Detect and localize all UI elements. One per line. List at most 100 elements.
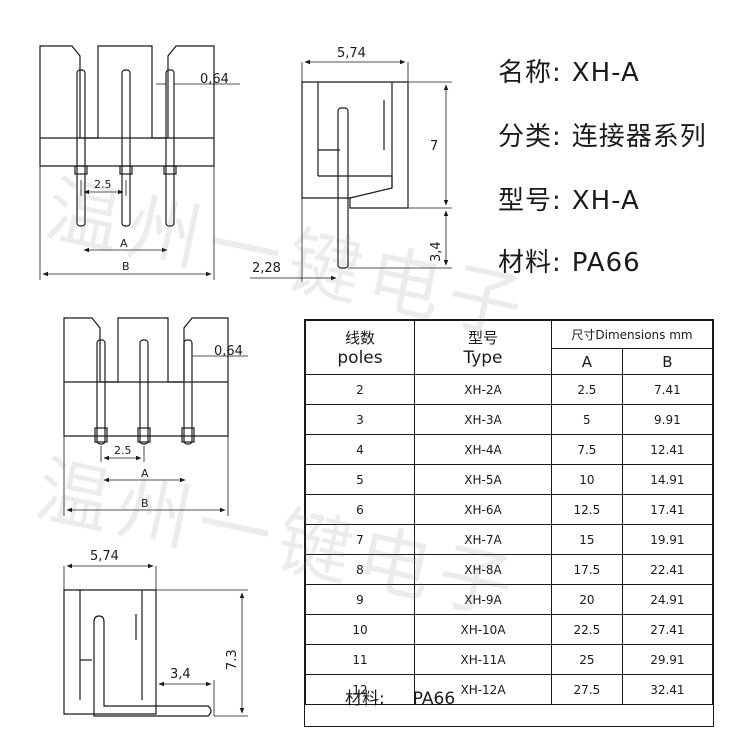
cell-b: 27.41 <box>621 614 714 645</box>
spec-material-value: PA66 <box>571 248 641 278</box>
dim-side-height: 7.3 <box>225 649 240 670</box>
col-type-header: 型号 Type <box>414 320 552 375</box>
cell-a: 12.5 <box>551 494 623 525</box>
cell-poles: 5 <box>305 464 415 495</box>
cell-b: 7.41 <box>621 374 714 405</box>
col-poles-header: 线数 poles <box>305 320 415 375</box>
cell-poles: 10 <box>305 614 415 645</box>
spec-category: 分类: 连接器系列 <box>498 116 707 153</box>
dim-side-width: 5,74 <box>90 549 119 564</box>
dim-side-height: 7 <box>430 139 438 154</box>
cell-a: 27.5 <box>551 674 623 705</box>
top-side-view: 5,74 7 3,4 2,28 <box>250 46 452 282</box>
cell-poles: 7 <box>305 524 415 555</box>
cell-a: 7.5 <box>551 434 623 465</box>
cell-a: 2.5 <box>551 374 623 405</box>
spec-name-label: 名称: <box>498 58 562 88</box>
cell-b: 32.41 <box>621 674 714 705</box>
col-poles-cn: 线数 <box>344 329 375 347</box>
cell-b: 17.41 <box>621 494 714 525</box>
cell-poles: 3 <box>305 404 415 435</box>
pin-2 <box>137 339 151 445</box>
dim-pitch: 2.5 <box>114 444 132 457</box>
col-type-cn: 型号 <box>467 329 498 347</box>
table-material-value: PA66 <box>412 689 456 709</box>
cell-b: 12.41 <box>621 434 714 465</box>
col-B: B <box>621 348 714 375</box>
cell-type: XH-5A <box>414 464 552 495</box>
col-poles-en: poles <box>337 348 383 368</box>
dim-pitch: 2.5 <box>94 178 112 191</box>
cell-a: 17.5 <box>551 554 623 585</box>
cell-poles: 2 <box>305 374 415 405</box>
cell-b: 9.91 <box>621 404 714 435</box>
dim-pin-width: 0,64 <box>200 72 229 87</box>
cell-type: XH-11A <box>414 644 552 675</box>
cell-type: XH-10A <box>414 614 552 645</box>
dim-pin-width: 0,64 <box>214 344 243 359</box>
dim-side-pin-length: 3,4 <box>429 241 444 262</box>
cell-poles: 4 <box>305 434 415 465</box>
cell-poles: 6 <box>305 494 415 525</box>
cell-poles: 9 <box>305 584 415 615</box>
col-A: A <box>551 348 623 375</box>
cell-type: XH-4A <box>414 434 552 465</box>
cell-a: 15 <box>551 524 623 555</box>
cell-type: XH-2A <box>414 374 552 405</box>
bottom-side-view: 5,74 7.3 3,4 <box>63 549 248 717</box>
spec-material-label: 材料: <box>498 248 562 278</box>
col-dimensions: 尺寸Dimensions mm <box>551 320 713 349</box>
spec-model-value: XH-A <box>571 186 640 216</box>
dim-A: A <box>141 467 149 480</box>
spec-name: 名称: XH-A <box>498 52 640 89</box>
spec-model: 型号: XH-A <box>498 180 640 217</box>
cell-b: 22.41 <box>621 554 714 585</box>
cell-poles: 8 <box>305 554 415 585</box>
dim-A: A <box>120 237 128 250</box>
spec-name-value: XH-A <box>571 58 640 88</box>
cell-a: 5 <box>551 404 623 435</box>
pin-1 <box>74 69 88 227</box>
col-type-en: Type <box>463 348 503 368</box>
cell-type: XH-6A <box>414 494 552 525</box>
dim-B: B <box>122 260 130 273</box>
cell-poles: 11 <box>305 644 415 675</box>
cell-a: 20 <box>551 584 623 615</box>
cell-type: XH-8A <box>414 554 552 585</box>
cell-b: 19.91 <box>621 524 714 555</box>
spec-category-value: 连接器系列 <box>571 122 707 152</box>
spec-model-label: 型号: <box>498 186 562 216</box>
dim-side-offset: 2,28 <box>252 261 281 276</box>
dim-side-width: 5,74 <box>337 46 366 61</box>
pin-3 <box>181 339 195 445</box>
pin-1 <box>94 339 108 445</box>
cell-type: XH-9A <box>414 584 552 615</box>
cell-b: 24.91 <box>621 584 714 615</box>
spec-category-label: 分类: <box>498 122 562 152</box>
cell-a: 25 <box>551 644 623 675</box>
cell-type: XH-3A <box>414 404 552 435</box>
top-front-view: 0,64 2.5 A B <box>39 45 240 280</box>
pin-2 <box>119 69 133 227</box>
cell-poles: 12 <box>305 674 415 705</box>
cell-b: 14.91 <box>621 464 714 495</box>
cell-type: XH-12A <box>414 674 552 705</box>
table-material-label: 材料: <box>345 689 385 709</box>
pin-3 <box>163 69 177 227</box>
cell-a: 10 <box>551 464 623 495</box>
cell-b: 29.91 <box>621 644 714 675</box>
bottom-front-view: 0,64 2.5 A B <box>63 317 248 516</box>
